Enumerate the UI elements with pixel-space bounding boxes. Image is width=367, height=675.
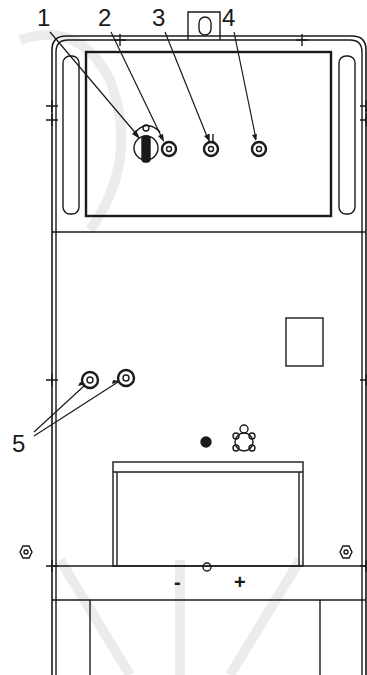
- rotary-switch: [134, 125, 160, 162]
- callout-number: 5: [12, 432, 25, 456]
- control-knob: [82, 370, 134, 388]
- socket: [233, 425, 255, 451]
- fixing-marks: [46, 34, 367, 572]
- housing: [52, 36, 366, 675]
- polarity-sign: -: [174, 570, 181, 594]
- meter-window: [286, 318, 323, 366]
- terminal-box: [113, 462, 303, 571]
- leader-line: [34, 32, 256, 436]
- callout-number: 3: [152, 6, 165, 30]
- handle: [63, 56, 79, 214]
- callout-number: 4: [222, 6, 235, 30]
- polarity-sign: +: [234, 570, 246, 594]
- hex-nut: [20, 546, 352, 558]
- handle: [339, 56, 355, 214]
- callout-number: 2: [98, 6, 111, 30]
- indicator-lamp: [162, 134, 266, 156]
- control-panel: [86, 52, 331, 216]
- callout-number: 1: [37, 6, 50, 30]
- arrowhead: [78, 130, 257, 386]
- watermark: [20, 35, 300, 675]
- ground-dot: [201, 437, 211, 447]
